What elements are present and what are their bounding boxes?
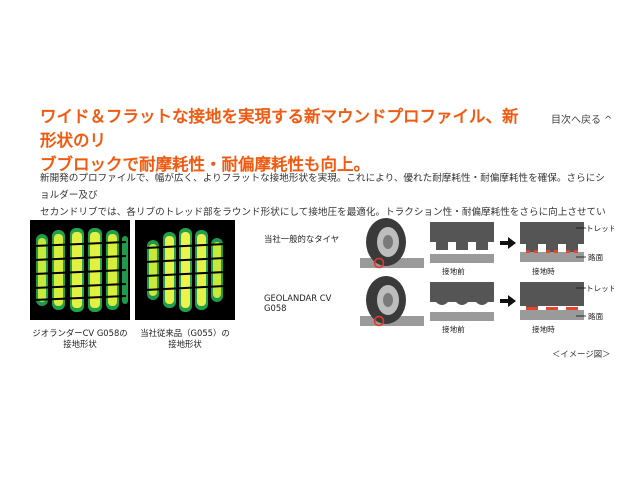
tread-after-row2	[520, 282, 584, 320]
tread-before-row1	[430, 222, 494, 263]
chevron-up-icon: ^	[604, 115, 613, 126]
footprint-caption-g058-line-2: 接地形状	[63, 339, 97, 349]
footprint-image-g058	[30, 220, 130, 320]
after-contact-label-row1: 接地時	[532, 266, 555, 276]
footprint-caption-g058: ジオランダーCV G058の 接地形状	[20, 328, 140, 350]
heading-line-1: ワイド＆フラットな接地を実現する新マウンドプロファイル、新形状のリ	[40, 107, 519, 150]
back-to-toc-link[interactable]: 目次へ戻る^	[551, 111, 612, 126]
row-label-geolandar-cv-line2: G058	[264, 303, 286, 313]
footprint-g055-graphic	[135, 220, 235, 320]
footprint-image-g055	[135, 220, 235, 320]
contact-highlight-row2-icon	[373, 315, 385, 327]
row-label-geolandar-cv-line1: GEOLANDAR CV	[264, 293, 332, 303]
tire-side-icon-row2	[360, 276, 424, 327]
footprint-caption-g055-line-2: 接地形状	[168, 339, 202, 349]
road-label-row2: 路面	[588, 311, 604, 321]
back-to-toc-label: 目次へ戻る	[551, 115, 601, 126]
road-label-row1: 路面	[588, 252, 604, 262]
before-contact-label-row1: 接地前	[442, 266, 465, 276]
tread-contact-diagram: 当社一般的なタイヤ 接地前 接地時 トレッド 路面 GEOLANDAR CV G…	[264, 218, 614, 334]
footprint-g058-sipes	[33, 241, 127, 301]
row-label-general-tire: 当社一般的なタイヤ	[264, 234, 339, 244]
footprint-g055-sipes	[144, 243, 226, 291]
tread-label-row1: トレッド	[586, 224, 614, 233]
arrow-right-icon-row1	[500, 237, 516, 249]
arrow-right-icon-row2	[500, 295, 516, 307]
tread-label-row2: トレッド	[586, 284, 614, 293]
image-note: ＜イメージ図＞	[552, 349, 611, 359]
after-contact-label-row2: 接地時	[532, 324, 555, 334]
tread-after-row1	[520, 222, 584, 262]
tread-before-row2	[430, 282, 494, 321]
footprint-caption-g058-line-1: ジオランダーCV G058の	[32, 328, 128, 338]
description-line-1: 新開発のプロファイルで、幅が広く、よりフラットな接地形状を実現。これにより、優れ…	[40, 173, 605, 201]
heading-line-2: ブブロックで耐摩耗性・耐偏摩耗性も向上。	[40, 155, 370, 174]
footprint-caption-g055-line-1: 当社従来品（G055）の	[140, 328, 230, 338]
before-contact-label-row2: 接地前	[442, 324, 465, 334]
tire-side-icon-row1	[360, 218, 424, 269]
footprint-g058-graphic	[30, 220, 130, 320]
contact-highlight-row1-icon	[373, 257, 385, 269]
footprint-caption-g055: 当社従来品（G055）の 接地形状	[125, 328, 245, 350]
section-heading: ワイド＆フラットな接地を実現する新マウンドプロファイル、新形状のリ ブブロックで…	[40, 105, 530, 177]
